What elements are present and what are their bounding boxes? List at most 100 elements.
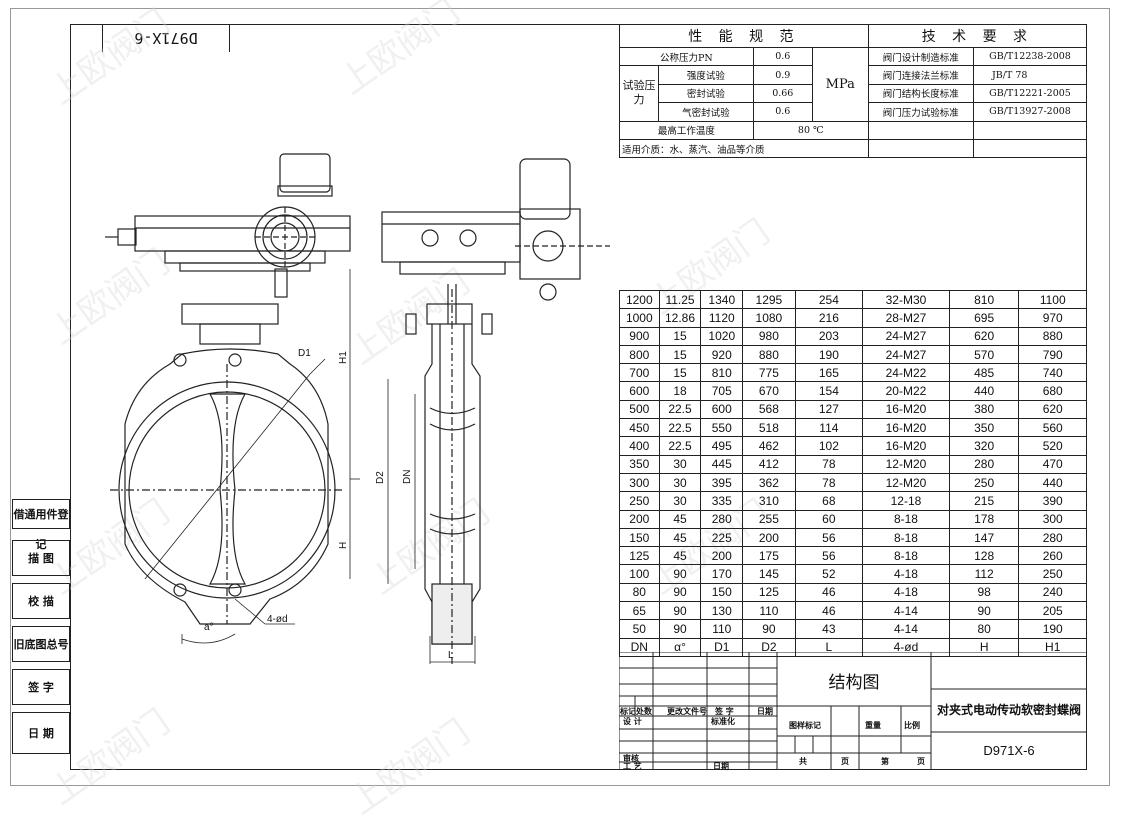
tb-label: 图样标记 (789, 720, 821, 730)
dimension-cell: 790 (1018, 344, 1087, 365)
dimension-cell: 100 (619, 564, 660, 584)
dimension-cell: 16-M20 (862, 436, 950, 456)
dimension-cell: 46 (794, 582, 864, 603)
dimension-cell: 395 (700, 472, 744, 493)
dimension-cell: 250 (948, 472, 1020, 493)
valve-drawing: D1 H1 D2 DN H L 4-ød a° (105, 153, 610, 664)
dimension-cell: 110 (742, 601, 796, 621)
side-label: 旧底图总号 (12, 626, 70, 662)
dimension-cell: 22.5 (658, 418, 702, 438)
dimension-cell: 56 (794, 546, 864, 566)
dimension-cell: 568 (742, 399, 796, 420)
tb-label: 日期 (713, 761, 729, 771)
side-label: 签 字 (12, 669, 70, 705)
pn-value: 0.6 (752, 46, 813, 67)
dimension-cell: 78 (794, 472, 864, 493)
dimension-cell: 125 (742, 582, 796, 603)
dimension-cell: 178 (948, 509, 1020, 529)
dimension-cell: 620 (948, 326, 1020, 346)
dimension-cell: 440 (948, 381, 1020, 401)
dimension-cell: 190 (794, 344, 864, 365)
dimension-cell: 412 (742, 454, 796, 474)
dimension-cell: 46 (794, 601, 864, 621)
dimension-cell: 112 (948, 564, 1020, 584)
dimension-cell: 128 (948, 546, 1020, 566)
dimension-cell: 810 (948, 289, 1020, 310)
dimension-cell: 740 (1018, 363, 1087, 383)
air-value: 0.6 (752, 102, 813, 122)
dimension-cell: 30 (658, 454, 702, 474)
dimension-cell: 190 (1018, 619, 1087, 639)
spec-table: 性 能 规 范 技 术 要 求 公称压力PN 0.6 MPa 阀门设计制造标准 … (619, 24, 1088, 159)
dimension-cell: 16-M20 (862, 418, 950, 438)
standard-value: JB/T 78 (973, 65, 1087, 85)
strength-label: 强度试验 (658, 65, 754, 85)
dimension-cell: 350 (948, 418, 1020, 438)
label-l: L (448, 650, 454, 661)
dimension-cell: 30 (658, 472, 702, 493)
tb-label: 标记 (620, 706, 636, 716)
standard-value: GB/T12238-2008 (973, 46, 1087, 67)
dimension-cell: 1020 (700, 326, 744, 346)
tb-label: 签 字 (715, 706, 734, 716)
dimension-cell: 250 (1018, 564, 1087, 584)
dimension-cell: 470 (1018, 454, 1087, 474)
dimension-cell: 250 (619, 491, 660, 511)
dimension-cell: 22.5 (658, 436, 702, 456)
dimension-cell: 970 (1018, 308, 1087, 328)
dimension-cell: 90 (658, 601, 702, 621)
product-name: 对夹式电动传动软密封蝶阀 (936, 703, 1081, 717)
dimension-cell: 90 (742, 619, 796, 639)
dimension-cell: 32-M30 (862, 289, 950, 310)
dimension-cell: 98 (948, 582, 1020, 603)
dimension-cell: 20-M22 (862, 381, 950, 401)
dimension-cell: 1295 (742, 289, 796, 310)
dimension-cell: 560 (1018, 418, 1087, 438)
dimension-cell: 440 (1018, 472, 1087, 493)
dimension-cell: 78 (794, 454, 864, 474)
standard-value: GB/T13927-2008 (973, 102, 1087, 122)
dimension-cell: 450 (619, 418, 660, 438)
standard-label: 阀门压力试验标准 (867, 102, 975, 122)
dimension-cell: 680 (1018, 381, 1087, 401)
side-label: 日 期 (12, 712, 70, 754)
tech-header: 技 术 要 求 (867, 24, 1088, 48)
max-temp-label: 最高工作温度 (619, 120, 754, 140)
dimension-cell: 500 (619, 399, 660, 420)
tb-label: 共 (799, 756, 807, 766)
dimension-cell: 216 (794, 308, 864, 328)
tb-label: 第 (881, 756, 889, 766)
dimension-cell: 215 (948, 491, 1020, 511)
dimension-cell: 8-18 (862, 527, 950, 548)
dimension-cell: 16-M20 (862, 399, 950, 420)
dimension-cell: 600 (700, 399, 744, 420)
tb-label: 比例 (904, 720, 920, 730)
valve-body-front (110, 348, 345, 625)
dimension-cell: 4-14 (862, 601, 950, 621)
dimension-cell: 12-18 (862, 491, 950, 511)
dimension-cell: 1000 (619, 308, 660, 328)
outer-border (10, 8, 1110, 786)
dimension-cell: 880 (742, 344, 796, 365)
dimension-cell: 45 (658, 527, 702, 548)
dimension-cell: 1340 (700, 289, 744, 310)
dimension-cell: 45 (658, 509, 702, 529)
dimension-cell: 175 (742, 546, 796, 566)
dimension-cell: 90 (658, 582, 702, 603)
dimension-cell: 145 (742, 564, 796, 584)
dimension-cell: 380 (948, 399, 1020, 420)
dimension-cell: 400 (619, 436, 660, 456)
dimension-cell: 1120 (700, 308, 744, 328)
standard-value: GB/T12221-2005 (973, 83, 1087, 104)
dimension-cell: 205 (1018, 601, 1087, 621)
dimension-cell: 390 (1018, 491, 1087, 511)
